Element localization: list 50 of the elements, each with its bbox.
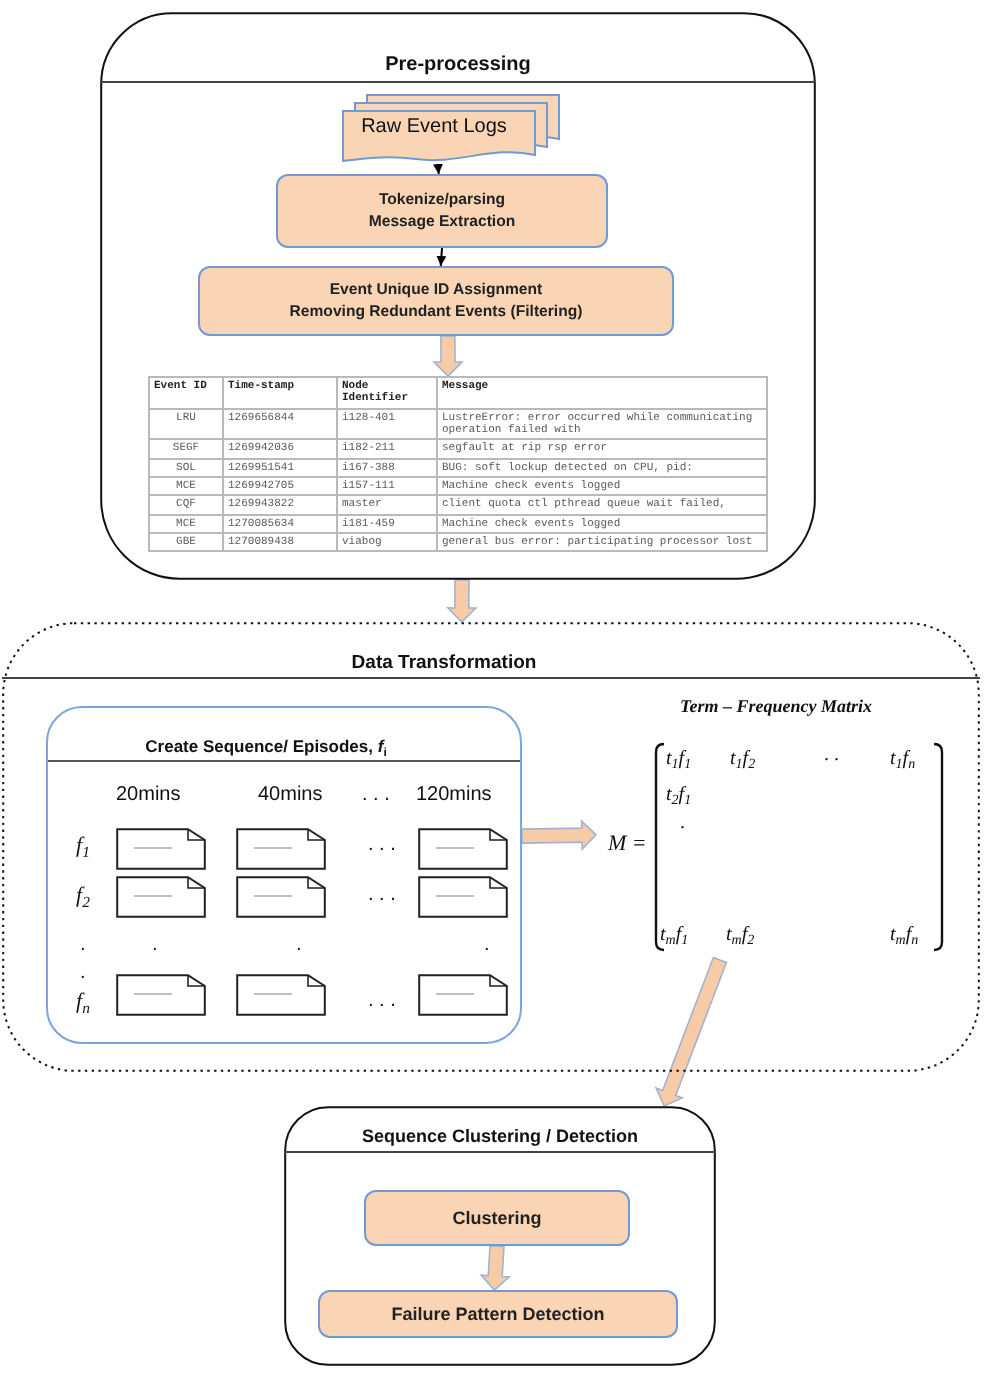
episode-panel [46, 706, 522, 1044]
process-box [318, 1290, 678, 1338]
stage-panel [100, 12, 816, 580]
box-label: Failure Pattern Detection [391, 1301, 605, 1327]
block-arrow [432, 335, 464, 378]
data-table [148, 376, 768, 553]
matrix-entry: t$_{2}$f$_{1}$ [666, 784, 692, 808]
matrix-entry: t$_{1}$f$_{n}$ [890, 748, 916, 772]
document-stack [342, 92, 562, 164]
ellipsis: . . . [368, 990, 396, 1014]
block-arrow [445, 579, 478, 624]
process-box [364, 1190, 630, 1246]
process-box [198, 266, 674, 336]
matrix-entry: t$_{m}$f$_{1}$ [660, 924, 689, 948]
node-label: Raw Event Logs [361, 116, 507, 140]
matrix-entry: t$_{1}$f$_{1}$ [666, 748, 692, 772]
ellipsis: . . . [362, 784, 390, 808]
stage-panel [2, 622, 980, 1072]
time-window-label: 120mins [416, 784, 492, 808]
ellipsis: . . [824, 744, 839, 768]
block-arrow [479, 1244, 512, 1292]
time-window-label: 40mins [258, 784, 323, 808]
ellipsis: . [80, 934, 86, 958]
matrix-entry: t$_{m}$f$_{2}$ [726, 924, 755, 948]
ellipsis: . [80, 962, 86, 986]
arrow [436, 247, 447, 267]
time-window-label: 20mins [116, 784, 181, 808]
ellipsis: . [296, 934, 302, 958]
sequence-label: f$_{n}$ [76, 990, 90, 1017]
sequence-label: f$_{2}$ [76, 884, 90, 911]
matrix-entry: t$_{1}$f$_{2}$ [730, 748, 756, 772]
ellipsis: . [152, 934, 158, 958]
matrix-title: Term – Frequency Matrix [680, 696, 872, 718]
sequence-label: f$_{1}$ [76, 834, 90, 861]
ellipsis: . . . [368, 884, 396, 908]
ellipsis: . [484, 934, 490, 958]
block-arrow [521, 819, 598, 852]
stage-panel [284, 1106, 716, 1366]
panel-title: Create Sequence/ Episodes, f$_{i}$ [145, 736, 387, 757]
arrow [432, 163, 443, 175]
ellipsis: . [680, 812, 685, 836]
panel-title: Pre-processing [385, 54, 531, 78]
panel-title: Sequence Clustering / Detection [361, 1126, 639, 1148]
matrix-symbol: M = [608, 832, 647, 859]
box-label: Clustering [452, 1205, 542, 1231]
block-arrow [654, 956, 728, 1108]
process-box [276, 174, 608, 248]
ellipsis: . . . [368, 834, 396, 858]
panel-title: Data Transformation [351, 651, 537, 674]
matrix-entry: t$_{m}$f$_{n}$ [890, 924, 919, 948]
